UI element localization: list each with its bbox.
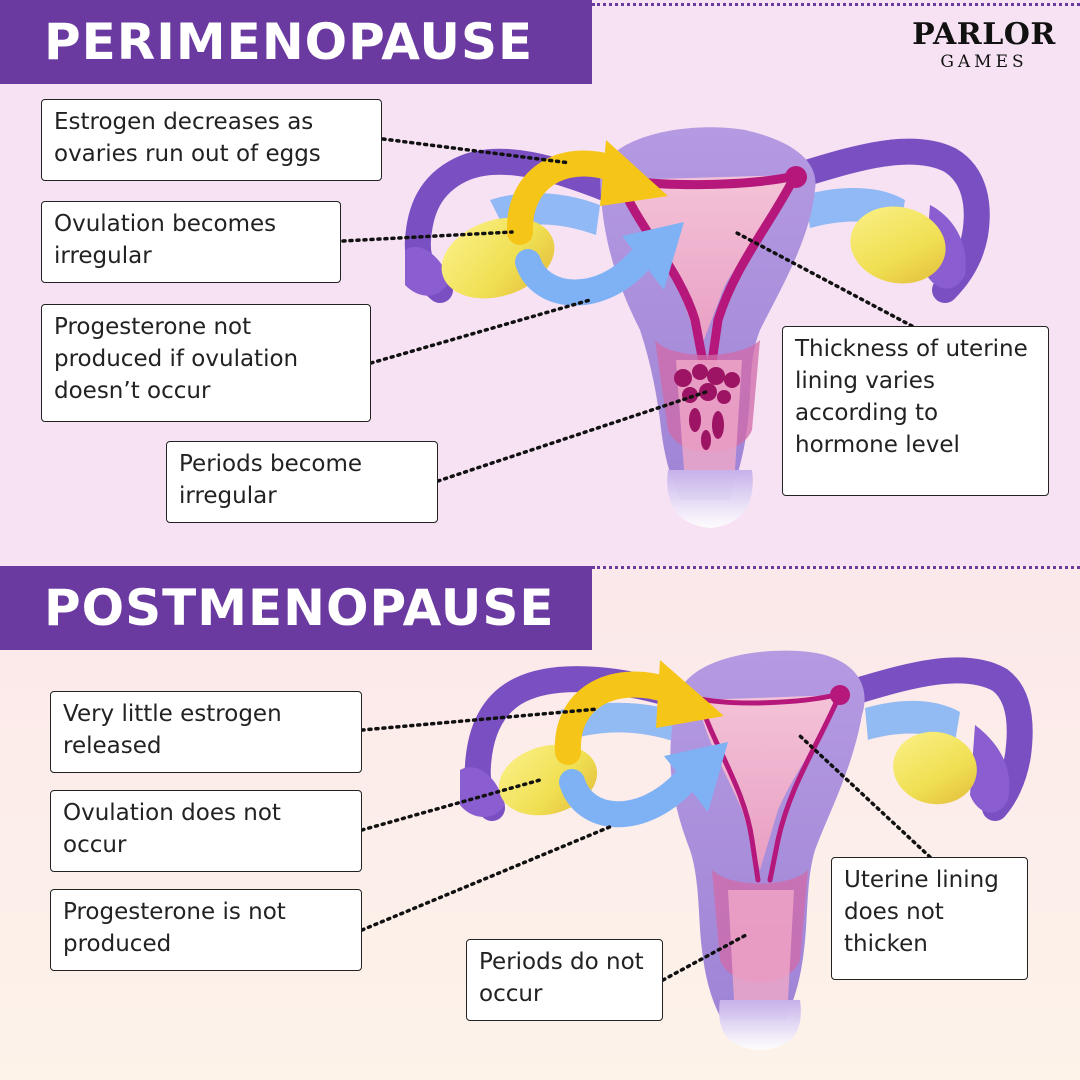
right-fimbriae-2 [970,725,1010,813]
estrogen-arrowhead-2 [656,660,724,728]
right-lining-node-2 [830,685,850,705]
postmenopause-uterus [460,650,1033,1050]
label-ovulation-irregular: Ovulation becomes irregular [41,201,341,283]
label-periods-do-not-occur: Periods do not occur [466,939,663,1021]
label-progesterone-not-produced: Progesterone not produced if ovulation d… [41,304,371,422]
uterine-cavity [620,175,795,350]
leader-top-periods [436,390,708,483]
estrogen-arrowhead [600,140,668,206]
label-ovulation-does-not-occur: Ovulation does not occur [50,790,362,872]
uterine-lining-2 [693,691,843,883]
label-lining-does-not-thicken: Uterine lining does not thicken [831,857,1028,980]
label-estrogen-decreases: Estrogen decreases as ovaries run out of… [41,99,382,181]
left-fimbriae [405,246,450,296]
progesterone-arrow-2 [559,769,697,828]
leader-bottom-periods [661,933,748,982]
leader-top-estrogen [381,137,572,165]
right-lining-node [785,166,807,188]
cervical-canal-2 [728,890,794,1000]
progesterone-arrowhead-2 [664,742,728,812]
label-periods-irregular: Periods become irregular [166,441,438,523]
leader-bottom-lining [798,734,932,859]
left-fimbriae-2 [460,767,505,818]
uterine-cavity-2 [698,695,840,870]
leader-top-progesterone [369,298,592,365]
label-little-estrogen: Very little estrogen released [50,691,362,773]
estrogen-arrow-2 [554,671,681,765]
leader-bottom-estrogen [360,707,600,732]
leader-top-lining [733,230,914,328]
menstrual-tissue [674,364,740,450]
right-tube-blue-2 [865,700,960,742]
label-progesterone-not-produced-bottom: Progesterone is not produced [50,889,362,971]
leader-lines [341,137,932,982]
label-uterine-lining-thickness: Thickness of uterine lining varies accor… [782,326,1049,496]
perimenopause-uterus [404,127,990,528]
right-ovary [850,206,946,284]
leader-top-ovulation [341,230,514,243]
postmenopause-title: POSTMENOPAUSE [0,566,592,650]
leader-bottom-ovulation [360,778,542,832]
logo-line-1: PARLOR [912,17,1056,52]
progesterone-arrow [515,247,653,306]
perimenopause-title: PERIMENOPAUSE [0,0,592,84]
parlor-games-logo: PARLOR GAMES [904,17,1064,73]
estrogen-arrow [506,150,625,245]
right-fallopian-tube-2 [847,657,1033,821]
right-ovary-2 [893,731,977,805]
leader-bottom-progesterone [360,824,614,932]
vaginal-canal [667,470,753,528]
vaginal-canal-2 [719,1000,801,1050]
logo-line-2: GAMES [940,52,1028,72]
top-dotted-divider [592,3,1080,6]
progesterone-arrowhead [622,222,684,290]
middle-dotted-divider [592,566,1080,569]
